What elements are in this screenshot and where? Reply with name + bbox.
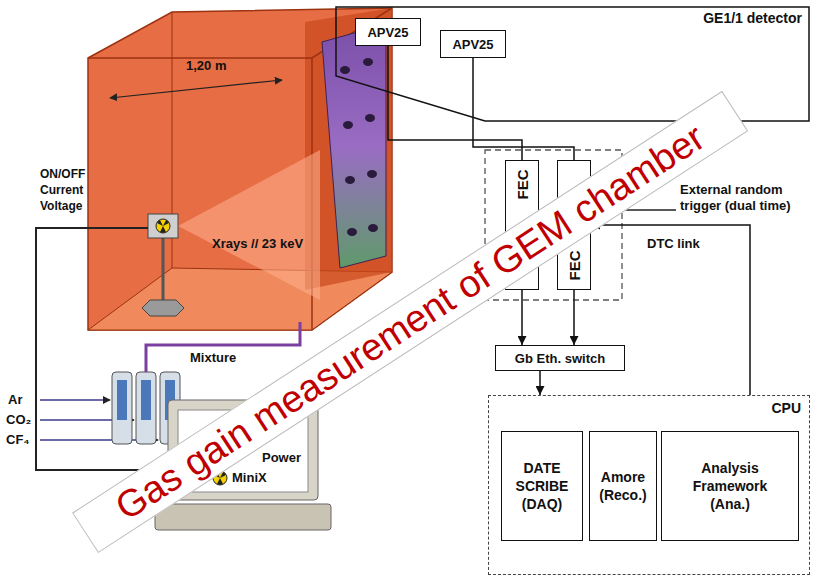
group-heading: CPU xyxy=(771,399,801,417)
dimension-label: 1,20 m xyxy=(186,58,226,74)
screen-label: Power xyxy=(262,450,301,466)
box-label: DATE SCRIBE (DAQ) xyxy=(507,459,577,513)
gem-detector xyxy=(322,24,386,268)
hv-cable xyxy=(36,228,168,470)
chip-box: APV25 xyxy=(440,30,506,58)
flow-tube xyxy=(117,380,127,420)
trigger-line xyxy=(622,209,676,210)
computer-base xyxy=(155,504,331,530)
readout-connector xyxy=(347,228,357,236)
detector-outline: GE1/1 detectorAPV25APV25 xyxy=(335,6,810,122)
connector xyxy=(521,290,523,345)
xray-beam xyxy=(178,150,320,300)
readout-connector xyxy=(363,58,373,66)
gas-label: Mixture xyxy=(190,350,236,366)
chip-box: APV25 xyxy=(355,18,421,46)
readout-connector xyxy=(365,114,375,122)
connector xyxy=(539,371,541,395)
switch-box: Gb Eth. switch xyxy=(495,345,625,371)
software-box: Analysis Framework (Ana.) xyxy=(661,431,799,541)
box-label: FEC xyxy=(565,251,584,281)
connector xyxy=(573,290,575,345)
readout-connector xyxy=(368,224,378,232)
gas-label: Ar xyxy=(8,392,22,408)
box-label: APV25 xyxy=(367,24,408,41)
connector xyxy=(388,46,522,160)
beam-label: Xrays // 23 keV xyxy=(212,236,303,252)
radiation-symbol xyxy=(157,220,169,233)
gas-label: CO₂ xyxy=(6,412,31,428)
flow-meter xyxy=(112,372,132,444)
xray-source xyxy=(148,214,178,238)
trigger-label: External random trigger (dual time) xyxy=(680,182,815,214)
connector xyxy=(473,58,574,160)
mixture-tube xyxy=(146,322,300,372)
screen-label: MiniX xyxy=(232,470,267,486)
readout-connector xyxy=(343,121,353,129)
cpu-group: CPU DATE SCRIBE (DAQ) Amore (Reco.) Analysi… xyxy=(488,395,810,575)
radiation-symbol xyxy=(156,219,170,233)
readout-connector xyxy=(367,170,377,178)
group-heading: GE1/1 detector xyxy=(703,9,802,27)
stand-base xyxy=(142,300,184,316)
dimension-line xyxy=(110,80,282,98)
edge-label: DTC link xyxy=(645,236,702,252)
control-label: ON/OFF Current Voltage xyxy=(40,166,98,214)
readout-connector xyxy=(340,66,350,74)
box-label: FEC xyxy=(513,170,532,200)
gas-line xyxy=(40,399,110,401)
gas-label: CF₄ xyxy=(6,432,30,448)
box-label: Analysis Framework (Ana.) xyxy=(680,459,780,513)
box-label: Gb Eth. switch xyxy=(515,350,605,367)
shield-box xyxy=(88,8,392,330)
flow-tube xyxy=(141,380,151,420)
flow-meter xyxy=(136,372,156,444)
readout-connector xyxy=(345,176,355,184)
source-stand xyxy=(162,238,165,300)
software-box: Amore (Reco.) xyxy=(589,431,657,541)
software-box: DATE SCRIBE (DAQ) xyxy=(501,431,583,541)
box-label: Amore (Reco.) xyxy=(594,468,652,504)
box-label: APV25 xyxy=(452,36,493,53)
detector-outline xyxy=(336,7,809,121)
